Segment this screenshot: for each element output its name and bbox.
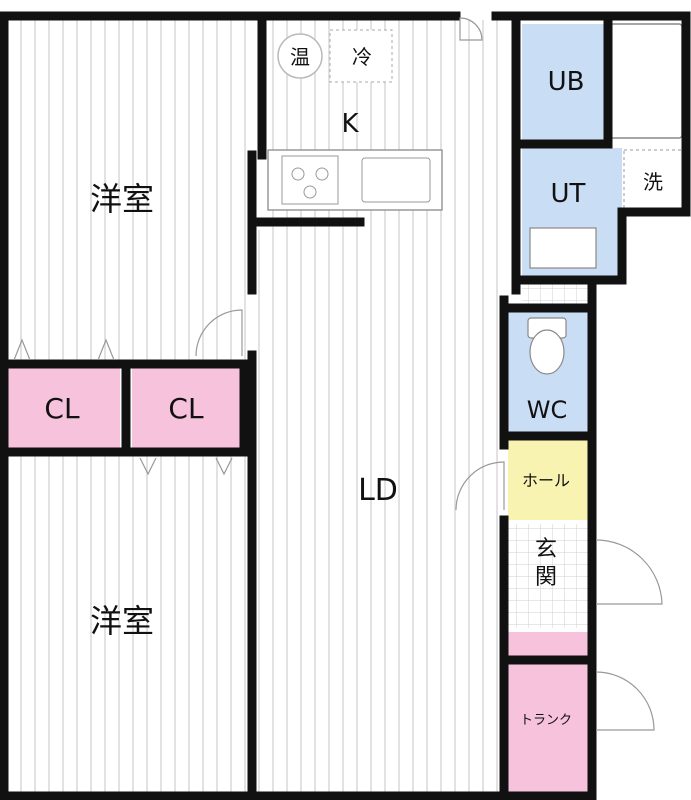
entrance-label-1: 玄 [535,537,557,562]
kitchen-label: K [341,109,359,139]
living-dining-label: LD [358,473,398,508]
shoe-shelf [508,632,588,658]
hall-area [508,440,588,520]
burner [291,167,305,181]
utility-label: UT [551,179,586,209]
bathtub [609,23,683,139]
western-room-top-floor [8,20,248,368]
hall-label: ホール [522,471,570,490]
refrigerator-label: 冷 [352,45,372,69]
vanity-sink [529,227,597,269]
unit-bath-area [522,24,606,142]
washer-label: 洗 [643,170,663,194]
western-room-bottom-floor [8,452,248,792]
closet-right-area [132,368,244,448]
entrance-area [508,524,588,628]
door-swings [13,17,663,731]
burner [315,167,329,181]
living-dining-floor [252,230,502,792]
water-heater-label: 温 [290,45,310,69]
trunk-room-label: トランク [520,713,572,728]
western-room-top-label: 洋室 [90,180,154,218]
water-heater-symbol [277,33,323,79]
passage-tile [522,284,588,306]
toilet-label: WC [527,396,568,424]
kitchen-sink [361,157,431,203]
toilet-bowl [529,329,565,375]
closet-left-area [8,368,120,448]
refrigerator-space [329,29,393,83]
burner [303,185,317,199]
walls [0,11,691,800]
closet-right-label: CL [168,392,204,425]
closet-left-label: CL [44,392,80,425]
stove [281,155,339,205]
trunk-room-area [508,662,588,792]
unit-bath-label: UB [548,67,585,97]
western-room-bottom-label: 洋室 [90,602,154,640]
entrance-label-2: 関 [535,565,557,590]
